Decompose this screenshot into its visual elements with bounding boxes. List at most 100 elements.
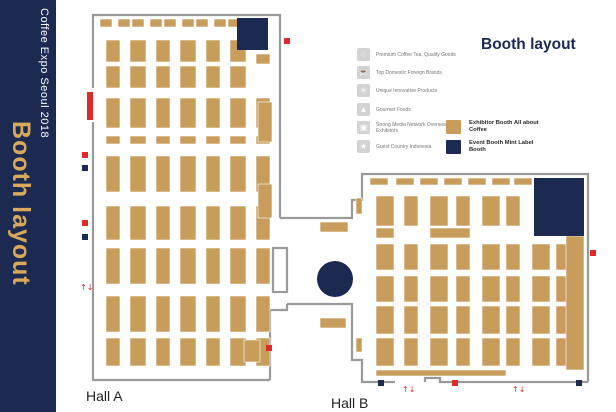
booth-hall-a <box>179 135 197 145</box>
sidebar-banner: Coffee Expo Seoul 2018 Booth layout <box>0 0 56 412</box>
legend-item-brands: ☕ Top Domestic Foreign Brands <box>357 66 456 79</box>
booth-hall-a <box>179 97 197 129</box>
booth-hall-a <box>255 53 271 65</box>
booth-hall-a <box>205 337 221 367</box>
restroom-marker <box>82 220 88 226</box>
booth-hall-b <box>455 195 471 227</box>
booth-hall-b <box>375 275 395 303</box>
booth-hall-a <box>129 97 147 129</box>
booth-hall-a <box>229 135 247 145</box>
event-booth-hall-b <box>534 178 584 236</box>
booth-hall-a <box>229 97 247 129</box>
booth-top-row <box>213 18 227 28</box>
booth-hall-a <box>129 135 147 145</box>
coffee-bag-icon: ♢ <box>357 48 370 61</box>
hall-a-label: Hall A <box>86 388 123 404</box>
booth-hall-a <box>229 295 247 333</box>
booth-hall-b-edge <box>565 235 585 371</box>
legend-item-innovative: ☀ Unique Innovative Products <box>357 84 456 97</box>
booth-hall-a <box>229 247 247 285</box>
booth-hall-a <box>129 247 147 285</box>
booth-hall-a <box>129 39 147 63</box>
booth-hall-b <box>505 195 521 227</box>
booth-hall-a <box>105 247 121 285</box>
booth-hall-b <box>375 227 395 239</box>
booth-hall-a <box>257 101 273 143</box>
booth-top-row <box>131 18 145 28</box>
entrance-marker <box>87 92 93 120</box>
info-marker <box>82 165 88 171</box>
event-booth-hall-a <box>237 18 268 50</box>
legend-exhibitor-booth: Exhibitor Booth All about Coffee <box>446 120 539 134</box>
booth-hall-a <box>205 295 221 333</box>
booth-top-row <box>195 18 209 28</box>
exhibitor-booth-swatch <box>446 120 461 134</box>
booth-hall-b <box>403 275 419 303</box>
escalator-arrow-icon: ↑↓ <box>402 385 415 394</box>
legend-item-premium: ♢ Premium Coffee Tea, Quality Goods <box>357 48 456 61</box>
booth-hall-a <box>155 97 171 129</box>
booth-hall-b <box>403 243 419 271</box>
booth-hall-b <box>403 305 419 335</box>
booth-hall-b <box>505 275 521 303</box>
booth-hall-b <box>375 305 395 335</box>
legend-label-premium: Premium Coffee Tea, Quality Goods <box>376 51 456 58</box>
booths <box>99 18 585 377</box>
booth-hall-a <box>243 339 261 363</box>
booth-connector <box>319 221 349 233</box>
booth-hall-b <box>481 337 501 367</box>
legend-label-event: Event Booth Mint Label Booth <box>469 140 534 153</box>
booth-hall-a <box>105 155 121 193</box>
booth-hall-a <box>155 135 171 145</box>
facility-markers: ↑↓↑↓↑↓ <box>80 38 596 394</box>
legend-item-guest-country: ★ Guest Country Indonesia <box>357 140 456 153</box>
booth-hall-b <box>455 243 471 271</box>
booth-hall-b <box>455 337 471 367</box>
booth-hall-b-bottom <box>375 369 507 377</box>
booth-hall-a <box>229 65 247 89</box>
booth-hall-a <box>229 337 247 367</box>
booth-hall-b <box>375 243 395 271</box>
booth-hall-b-top <box>395 177 415 186</box>
booth-hall-b <box>375 337 395 367</box>
booth-hall-a <box>105 295 121 333</box>
booth-hall-b <box>505 243 521 271</box>
booth-hall-b-top <box>419 177 439 186</box>
booth-hall-a <box>205 97 221 129</box>
info-marker <box>378 380 384 386</box>
legend-item-gourmet: ▲ Gourmet Foods <box>357 103 456 116</box>
page-title: Booth layout <box>481 36 576 53</box>
booth-hall-b <box>505 337 521 367</box>
booth-hall-b <box>531 337 551 367</box>
legend-label-guest-country: Guest Country Indonesia <box>376 143 432 150</box>
booth-hall-a <box>129 337 147 367</box>
booth-hall-a <box>179 295 197 333</box>
booth-hall-b <box>455 305 471 335</box>
booth-hall-b <box>481 195 501 227</box>
booth-hall-a <box>205 65 221 89</box>
booth-hall-b <box>429 305 449 335</box>
booth-hall-a <box>129 155 147 193</box>
booth-hall-a <box>129 65 147 89</box>
booth-hall-a <box>179 205 197 241</box>
booth-hall-a <box>105 39 121 63</box>
booth-hall-a <box>257 183 273 219</box>
booth-hall-a <box>129 205 147 241</box>
booth-hall-b <box>403 195 419 227</box>
legend-label-innovative: Unique Innovative Products <box>376 87 438 94</box>
booth-hall-b <box>455 275 471 303</box>
booth-hall-a <box>255 247 271 285</box>
booth-hall-b-top <box>491 177 511 186</box>
booth-top-row <box>149 18 163 28</box>
hall-b-label: Hall B <box>331 395 369 411</box>
escalator-arrow-icon: ↑↓ <box>80 283 93 292</box>
booth-top-row <box>163 18 177 28</box>
booth-hall-a <box>205 155 221 193</box>
restroom-marker <box>452 380 458 386</box>
coffee-cup-icon: ☕ <box>357 66 370 79</box>
booth-hall-b <box>481 275 501 303</box>
booth-hall-b <box>531 243 551 271</box>
booth-hall-a <box>179 337 197 367</box>
booth-hall-a <box>155 295 171 333</box>
